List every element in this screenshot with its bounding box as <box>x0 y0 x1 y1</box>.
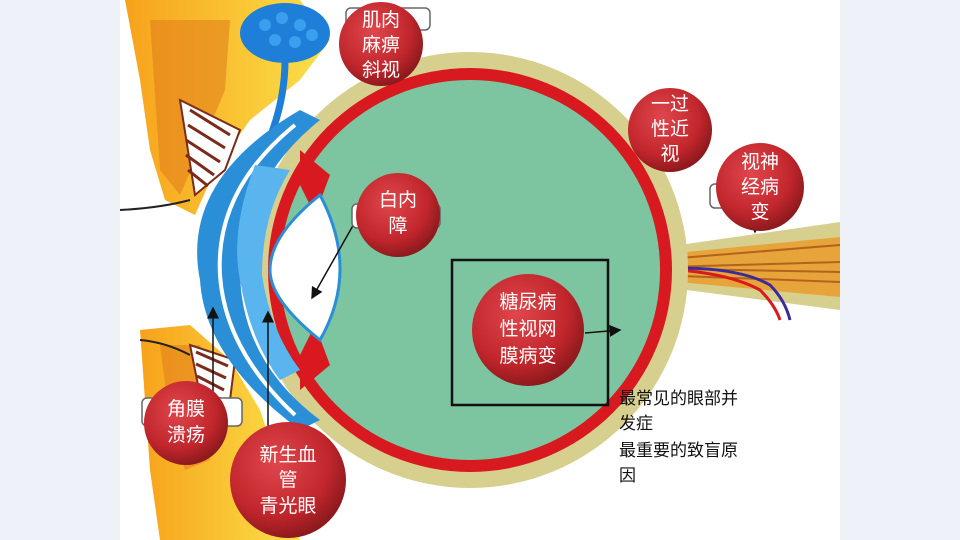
bubble-retinopathy-line-3: 膜病变 <box>499 345 556 367</box>
bubble-myopia-line-2: 性近 <box>651 118 689 140</box>
note-line-4: 因 <box>619 466 636 486</box>
bubble-cataract-line-2: 障 <box>388 215 407 237</box>
bubble-transient-myopia[interactable]: 一过 性近 视 <box>628 88 712 172</box>
complication-note: 最常见的眼部并 发症 最重要的致盲原 因 <box>619 389 738 486</box>
lens <box>268 192 342 343</box>
bubble-optic-line-2: 经病 <box>741 176 779 198</box>
bubble-myopia-line-1: 一过 <box>651 93 689 115</box>
lower-lash <box>139 339 191 356</box>
bubble-optic-neuropathy[interactable]: 视神 经病 变 <box>716 143 804 231</box>
highlight-box <box>450 258 610 407</box>
bubble-muscle-line-2: 麻痹 <box>362 34 400 56</box>
bubble-glaucoma-line-2: 管 <box>278 469 297 491</box>
cataract-arrow <box>311 221 356 300</box>
bubble-glaucoma-line-3: 青光眼 <box>259 495 316 517</box>
bubble-myopia-line-3: 视 <box>660 143 679 165</box>
bubble-corneal-ulcer[interactable]: 角膜 溃疡 <box>144 381 228 465</box>
upper-lash <box>119 199 191 211</box>
bubble-retinopathy-line-1: 糖尿病 <box>499 291 556 313</box>
retinopathy-arrow <box>584 324 622 337</box>
bubble-muscle-line-3: 斜视 <box>362 59 400 81</box>
note-line-2: 发症 <box>619 414 653 434</box>
note-line-3: 最重要的致盲原 <box>619 441 738 461</box>
bubble-glaucoma-line-1: 新生血 <box>259 444 316 466</box>
note-line-1: 最常见的眼部并 <box>619 389 738 409</box>
lacrimal-gland-icon <box>240 3 330 162</box>
bubble-muscle-palsy[interactable]: 肌肉 麻痹 斜视 <box>339 2 423 86</box>
bubble-retinopathy-line-2: 性视网 <box>499 318 556 340</box>
bubble-muscle-line-1: 肌肉 <box>362 9 400 31</box>
iris-lower <box>300 325 330 390</box>
anterior-segment <box>197 110 320 430</box>
bubble-diabetic-retinopathy[interactable]: 糖尿病 性视网 膜病变 <box>472 274 584 386</box>
bubble-neovascular-glaucoma[interactable]: 新生血 管 青光眼 <box>230 422 346 538</box>
bubble-optic-line-3: 变 <box>750 201 769 223</box>
bubble-ulcer-line-1: 角膜 <box>167 398 205 420</box>
iris-upper <box>300 150 330 215</box>
bubble-optic-line-1: 视神 <box>741 151 779 173</box>
bubble-ulcer-line-2: 溃疡 <box>167 424 205 446</box>
bubble-cataract[interactable]: 白内 障 <box>356 173 440 257</box>
bubble-cataract-line-1: 白内 <box>379 189 417 211</box>
eyeball <box>252 52 688 488</box>
